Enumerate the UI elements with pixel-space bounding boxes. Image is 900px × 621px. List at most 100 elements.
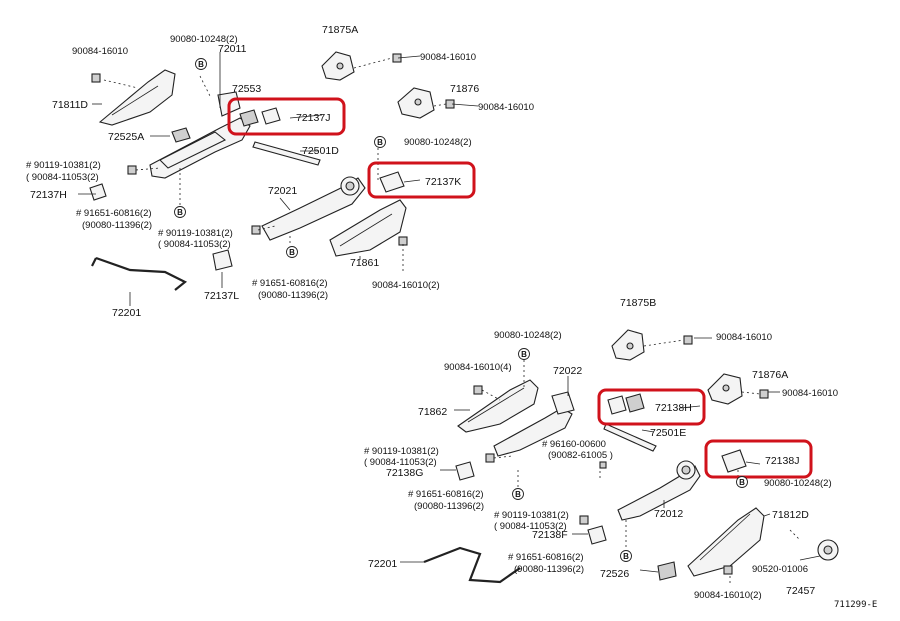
b-marker: B [620,550,632,562]
callout-90119-10381[interactable]: # 90119-10381(2) [158,228,233,239]
block-72526[interactable] [657,561,677,581]
callout-90084-11053[interactable]: ( 90084-11053(2) [158,239,231,250]
wire-72201-lower[interactable] [423,546,521,584]
callout-72137L[interactable]: 72137L [204,290,239,302]
callout-90080-10248[interactable]: 90080-10248(2) [404,137,472,148]
b-marker: B [195,58,207,70]
callout-90520-01006[interactable]: 90520-01006 [752,564,808,575]
callout-71811D[interactable]: 71811D [52,99,88,111]
clip-72138G[interactable] [455,461,475,481]
callout-90119-10381[interactable]: # 90119-10381(2) [26,160,101,171]
callout-91651-60816[interactable]: # 91651-60816(2) [252,278,328,289]
block-72525A[interactable] [171,127,191,143]
callout-72138F[interactable]: 72138F [532,529,568,541]
callout-71861[interactable]: 71861 [350,257,379,269]
side-cover-71812D[interactable] [687,507,765,577]
callout-90119-10381[interactable]: # 90119-10381(2) [364,446,439,457]
callout-71876[interactable]: 71876 [450,83,479,95]
wire-72201-upper[interactable] [95,256,188,291]
callout-72137H[interactable]: 72137H [30,189,67,201]
highlight-box-72138H [597,388,706,426]
callout-72137J[interactable]: 72137J [296,112,330,124]
callout-90080-10248[interactable]: 90080-10248(2) [764,478,832,489]
callout-90084-16010-2[interactable]: 90084-16010(2) [372,280,440,291]
b-marker: B [374,136,386,148]
rod-72501E[interactable] [603,423,657,452]
upper-assembly [78,51,479,306]
callout-90084-11053[interactable]: ( 90084-11053(2) [494,521,567,532]
svg-text:B: B [177,208,183,217]
callout-71812D[interactable]: 71812D [772,509,809,521]
callout-72201[interactable]: 72201 [112,307,141,319]
callout-90080-11396[interactable]: (90080-11396(2) [82,220,152,231]
callout-90080-11396[interactable]: (90080-11396(2) [258,290,328,301]
callout-90080-10248[interactable]: 90080-10248(2) [494,330,562,341]
clip-72137H[interactable] [89,183,107,201]
rod-72501D[interactable] [252,141,321,166]
callout-90080-11396[interactable]: (90080-11396(2) [514,564,584,575]
svg-text:B: B [377,138,383,147]
callout-72012[interactable]: 72012 [654,508,683,520]
callout-72022[interactable]: 72022 [553,365,582,377]
callout-96160-00600[interactable]: # 96160-00600 [542,439,606,450]
callout-90082-61005[interactable]: (90082-61005 ) [548,450,613,461]
b-marker: B [512,488,524,500]
seat-track-72021[interactable] [261,177,366,241]
highlight-box-72137K [367,161,476,199]
callout-72526[interactable]: 72526 [600,568,629,580]
callout-72138H[interactable]: 72138H [655,402,692,414]
b-marker: B [518,348,530,360]
callout-90080-10248[interactable]: 90080-10248(2) [170,34,238,45]
seat-adjuster-72022[interactable] [493,407,573,457]
callout-90080-11396[interactable]: (90080-11396(2) [414,501,484,512]
callout-91651-60816[interactable]: # 91651-60816(2) [408,489,484,500]
clip-72137L[interactable] [212,249,233,271]
callout-71876A[interactable]: 71876A [752,369,788,381]
callout-91651-60816[interactable]: # 91651-60816(2) [508,552,584,563]
callout-90084-11053[interactable]: ( 90084-11053(2) [26,172,99,183]
callout-72137K[interactable]: 72137K [425,176,461,188]
b-marker: B [174,206,186,218]
callout-72501E[interactable]: 72501E [650,427,686,439]
callout-90084-16010[interactable]: 90084-16010 [72,46,128,57]
svg-text:B: B [623,552,629,561]
svg-text:B: B [289,248,295,257]
side-cover-71862[interactable] [457,379,539,433]
callout-72011[interactable]: 72011 [218,43,247,55]
callout-72525A[interactable]: 72525A [108,131,144,143]
callout-72457[interactable]: 72457 [786,585,815,597]
callout-71875B[interactable]: 71875B [620,297,656,309]
callout-72501D[interactable]: 72501D [302,145,339,157]
callout-90084-16010[interactable]: 90084-16010 [420,52,476,63]
b-markers: B B B B B B B B [174,58,748,562]
callout-72201[interactable]: 72201 [368,558,397,570]
callout-90084-16010-4[interactable]: 90084-16010(4) [444,362,512,373]
highlight-box-72137J [227,97,346,136]
callout-91651-60816[interactable]: # 91651-60816(2) [76,208,152,219]
b-marker: B [286,246,298,258]
callout-71862[interactable]: 71862 [418,406,447,418]
svg-text:B: B [198,60,204,69]
callout-90119-10381[interactable]: # 90119-10381(2) [494,510,569,521]
callout-72138J[interactable]: 72138J [765,455,799,467]
callout-90084-11053[interactable]: ( 90084-11053(2) [364,457,437,468]
seat-track-72012[interactable] [617,465,701,521]
callout-90084-16010[interactable]: 90084-16010 [716,332,772,343]
b-marker: B [736,476,748,488]
callout-72021[interactable]: 72021 [268,185,297,197]
callout-90084-16010[interactable]: 90084-16010 [782,388,838,399]
svg-text:B: B [515,490,521,499]
callout-labels: 90084-16010 90080-10248(2) 72011 71875A … [26,24,838,601]
side-cover-71861[interactable] [329,199,407,257]
callout-72138G[interactable]: 72138G [386,467,423,479]
diagram-code: 711299-E [834,600,877,610]
svg-text:B: B [521,350,527,359]
callout-90084-16010[interactable]: 90084-16010 [478,102,534,113]
clip-72138F[interactable] [587,525,607,545]
callout-72553[interactable]: 72553 [232,83,261,95]
callout-90084-16010-2[interactable]: 90084-16010(2) [694,590,762,601]
callout-71875A[interactable]: 71875A [322,24,358,36]
svg-text:B: B [739,478,745,487]
side-cover-71811D[interactable] [98,69,176,126]
